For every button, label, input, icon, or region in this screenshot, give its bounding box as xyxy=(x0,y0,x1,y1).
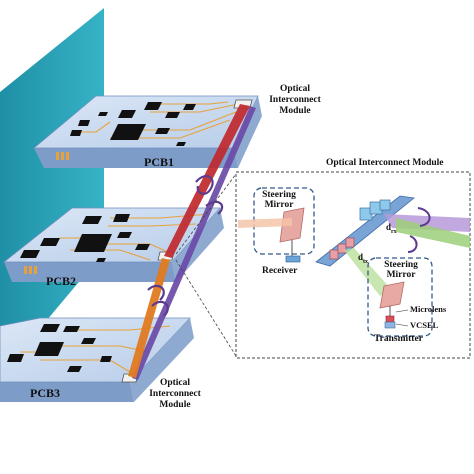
pcb3-label: PCB3 xyxy=(30,386,60,400)
transmitter-label: Transmitter xyxy=(374,334,423,344)
rotation-arrow-1 xyxy=(195,175,214,195)
pcb1-label: PCB1 xyxy=(144,155,174,169)
pcb2-board xyxy=(2,207,224,282)
module-label-top: Optical Interconnect Module xyxy=(269,84,321,116)
vcsel-label: VCSEL xyxy=(410,320,439,330)
receiver-mirror-label: Steering Mirror xyxy=(262,190,296,210)
d-rx-label: drx xyxy=(386,222,397,235)
backplane-wall xyxy=(0,8,104,376)
zoom-line-bottom xyxy=(175,259,237,357)
inset-title: Optical Interconnect Module xyxy=(326,158,444,168)
beam-orange xyxy=(128,258,170,378)
pcb2-label: PCB2 xyxy=(46,274,76,288)
transmitter-box xyxy=(367,257,433,337)
pcb1-board xyxy=(32,95,262,168)
rotation-arrow-4 xyxy=(151,300,169,317)
transmitter-mirror-label: Steering Mirror xyxy=(384,260,418,280)
beam-purple xyxy=(132,106,256,380)
receiver-label: Receiver xyxy=(262,266,298,276)
zoom-line-top xyxy=(175,173,237,255)
beam-red xyxy=(164,104,250,258)
optical-beams xyxy=(128,104,256,380)
d-tx-label: dtx xyxy=(358,252,369,265)
rotation-arrow-2 xyxy=(205,200,224,215)
module-label-bottom: Optical Interconnect Module xyxy=(149,378,201,410)
inset-rotation-arrow-1 xyxy=(417,207,431,227)
inset-panel xyxy=(235,171,471,359)
inset-rotation-arrow-2 xyxy=(407,235,418,253)
microlens-label: Microlens xyxy=(410,304,447,314)
rotation-arrow-3 xyxy=(147,284,165,301)
